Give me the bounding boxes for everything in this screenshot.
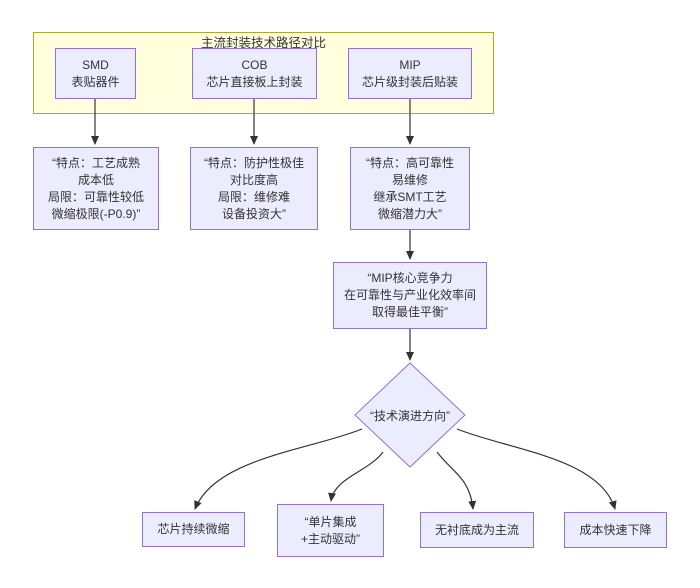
node-mip-line1: MIP <box>399 57 421 72</box>
node-mip-traits-line4: 微缩潜力大” <box>378 206 442 221</box>
node-smd-traits-line2: 成本低 <box>77 172 114 187</box>
node-mip-traits: “特点：高可靠性 易维修 继承SMT工艺 微缩潜力大” <box>350 147 470 230</box>
node-mip-line2: 芯片级封装后贴装 <box>361 74 458 89</box>
node-cob-traits-line2: 对比度高 <box>229 172 278 187</box>
node-cob-line2: 芯片直接板上封装 <box>206 74 303 89</box>
node-trend-cost: 成本快速下降 <box>564 512 667 548</box>
node-trend-cost-label: 成本快速下降 <box>579 522 652 537</box>
node-cob: COB 芯片直接板上封装 <box>192 48 317 99</box>
node-smd-traits-line4: 微缩极限(-P0.9)” <box>51 206 141 221</box>
decision-diamond-label: “技术演进方向” <box>370 408 450 423</box>
edge-decision-to-trend2 <box>328 451 384 502</box>
node-mip-core-line2: 在可靠性与产业化效率间 <box>343 288 476 302</box>
node-cob-traits: “特点：防护性极佳 对比度高 局限：维修难 设备投资大” <box>190 147 318 230</box>
node-trend-shrink-label: 芯片持续微缩 <box>157 522 230 536</box>
node-cob-traits-line1: “特点：防护性极佳 <box>204 155 304 170</box>
node-smd-traits: “特点：工艺成熟 成本低 局限：可靠性较低 微缩极限(-P0.9)” <box>33 147 159 230</box>
node-trend-monolithic-line1: “单片集成 <box>304 514 357 529</box>
node-smd-line1: SMD <box>82 57 109 72</box>
node-smd: SMD 表贴器件 <box>55 48 136 99</box>
node-trend-substrateless: 无衬底成为主流 <box>420 512 534 548</box>
node-cob-traits-line3: 局限：维修难 <box>217 189 290 204</box>
node-trend-substrateless-label: 无衬底成为主流 <box>434 522 519 537</box>
edge-decision-to-trend1 <box>194 428 363 510</box>
node-cob-line1: COB <box>241 57 268 72</box>
node-mip-traits-line1: “特点：高可靠性 <box>366 155 454 170</box>
node-mip-traits-line2: 易维修 <box>391 172 428 187</box>
node-trend-monolithic-line2: +主动驱动” <box>300 531 360 546</box>
edge-decision-to-trend4 <box>456 428 617 510</box>
node-trend-shrink: 芯片持续微缩 <box>142 512 245 547</box>
node-mip-traits-line3: 继承SMT工艺 <box>373 189 447 204</box>
cluster-title: 主流封装技术路径对比 <box>200 36 326 50</box>
node-mip-core: “MIP核心竞争力 在可靠性与产业化效率间 取得最佳平衡” <box>333 262 487 329</box>
node-mip: MIP 芯片级封装后贴装 <box>348 48 472 99</box>
edge-decision-to-trend3 <box>436 451 477 510</box>
node-mip-core-line3: 取得最佳平衡” <box>372 305 448 319</box>
node-smd-line2: 表贴器件 <box>71 74 120 89</box>
node-smd-traits-line3: 局限：可靠性较低 <box>47 189 144 204</box>
node-trend-monolithic: “单片集成 +主动驱动” <box>277 504 384 557</box>
node-mip-core-line1: “MIP核心竞争力 <box>367 271 453 285</box>
node-cob-traits-line4: 设备投资大” <box>222 206 286 221</box>
node-smd-traits-line1: “特点：工艺成熟 <box>52 155 140 170</box>
